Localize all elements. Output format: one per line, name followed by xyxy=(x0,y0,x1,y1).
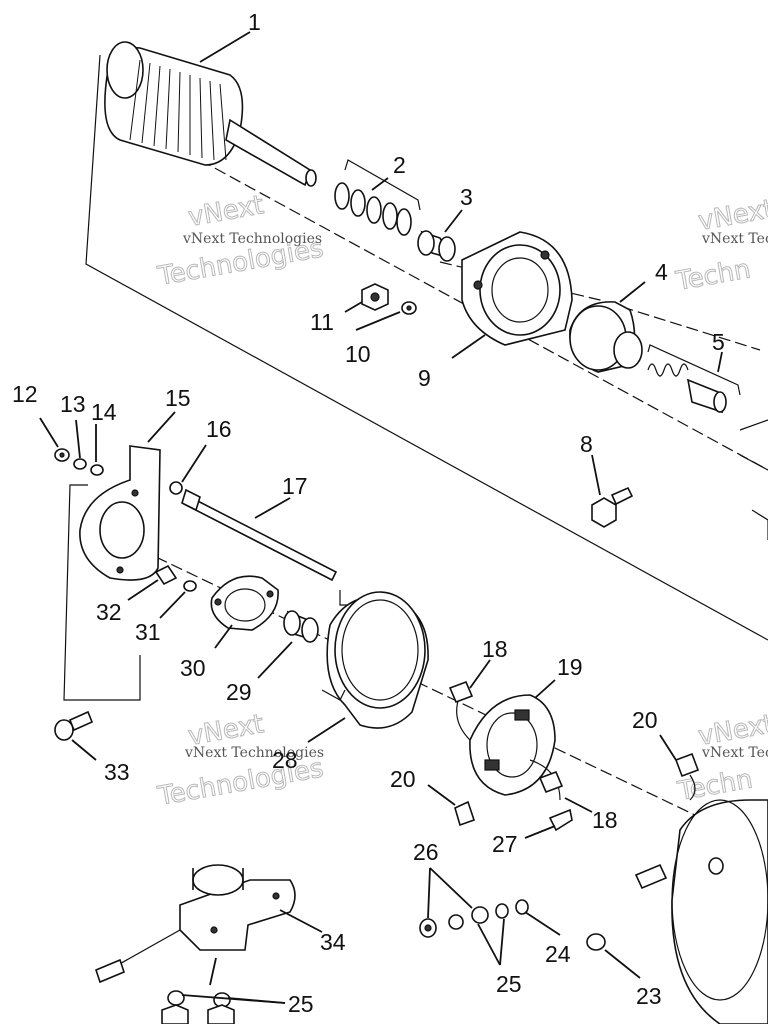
callout-3: 3 xyxy=(460,184,473,210)
callout-27: 27 xyxy=(492,831,518,857)
watermark-small: vNext Technologies xyxy=(182,231,322,247)
watermark-big-top: vNext xyxy=(186,190,266,233)
callout-24: 24 xyxy=(545,941,571,967)
solenoid xyxy=(95,864,296,984)
rear-bushing xyxy=(283,610,319,643)
watermark-edge-big: Techn xyxy=(673,254,753,297)
spacer-washers xyxy=(334,159,421,236)
watermark-edge-small-2: vNext Tec xyxy=(701,745,768,761)
callout-26: 26 xyxy=(413,839,439,865)
callout-4: 4 xyxy=(655,259,668,285)
watermark-big-2: Technologies xyxy=(155,753,326,812)
callout-29: 29 xyxy=(226,679,252,705)
watermark-top-left: vNext Technologies vNext Technologies xyxy=(155,190,327,293)
callout-31: 31 xyxy=(135,619,161,645)
callout-32: 32 xyxy=(96,599,122,625)
bearing-plate xyxy=(154,564,279,631)
callout-33: 33 xyxy=(104,759,130,785)
callout-1: 1 xyxy=(248,9,261,35)
callout-15: 15 xyxy=(165,385,191,411)
callout-16: 16 xyxy=(206,416,232,442)
field-housing xyxy=(321,591,429,729)
callout-20-left: 20 xyxy=(390,766,416,792)
mount-bracket xyxy=(79,445,161,581)
leader-lines xyxy=(39,31,723,1004)
callout-9: 9 xyxy=(418,365,431,391)
solenoid-nuts xyxy=(161,990,235,1024)
callout-2: 2 xyxy=(393,152,406,178)
armature xyxy=(104,41,317,187)
callout-labels: 1 2 3 4 5 8 9 10 11 12 13 14 15 16 17 18… xyxy=(12,9,725,1017)
callout-18-bottom: 18 xyxy=(592,807,618,833)
callout-28: 28 xyxy=(272,747,298,773)
bolt-33 xyxy=(54,710,94,741)
callout-19: 19 xyxy=(557,654,583,680)
callout-11: 11 xyxy=(310,309,334,335)
terminal-hardware xyxy=(419,899,606,951)
watermark-small-2: vNext Technologies xyxy=(184,745,324,761)
callout-30: 30 xyxy=(180,655,206,681)
bushing xyxy=(417,230,456,262)
callout-34: 34 xyxy=(320,929,346,955)
assembly-outline xyxy=(63,54,768,851)
callout-14: 14 xyxy=(91,399,117,425)
mount-hardware-left xyxy=(54,448,104,476)
watermark-edge-small: vNext Tec xyxy=(701,231,768,247)
callout-23: 23 xyxy=(636,983,662,1009)
callout-13: 13 xyxy=(60,391,86,417)
callout-17: 17 xyxy=(282,473,308,499)
callout-12: 12 xyxy=(12,381,38,407)
callout-25-left: 25 xyxy=(288,991,314,1017)
callout-18-top: 18 xyxy=(482,636,508,662)
through-bolt xyxy=(169,481,338,582)
callout-20-right: 20 xyxy=(632,707,658,733)
callout-25-right: 25 xyxy=(496,971,522,997)
motor-housing xyxy=(634,419,768,1024)
drive-end-housing xyxy=(461,231,573,346)
bolt-8 xyxy=(591,486,634,528)
nut-and-washer xyxy=(361,283,417,315)
callout-5: 5 xyxy=(712,329,725,355)
drive-spring-collar xyxy=(647,344,741,414)
watermark-top-right: vNext Techn vNext Tec xyxy=(673,194,768,298)
callout-8: 8 xyxy=(580,431,593,457)
watermark-mid-left: vNext Technologies vNext Technologies xyxy=(155,709,327,813)
brushes xyxy=(448,680,700,832)
callout-10: 10 xyxy=(345,341,371,367)
pinion-drive xyxy=(569,301,643,373)
